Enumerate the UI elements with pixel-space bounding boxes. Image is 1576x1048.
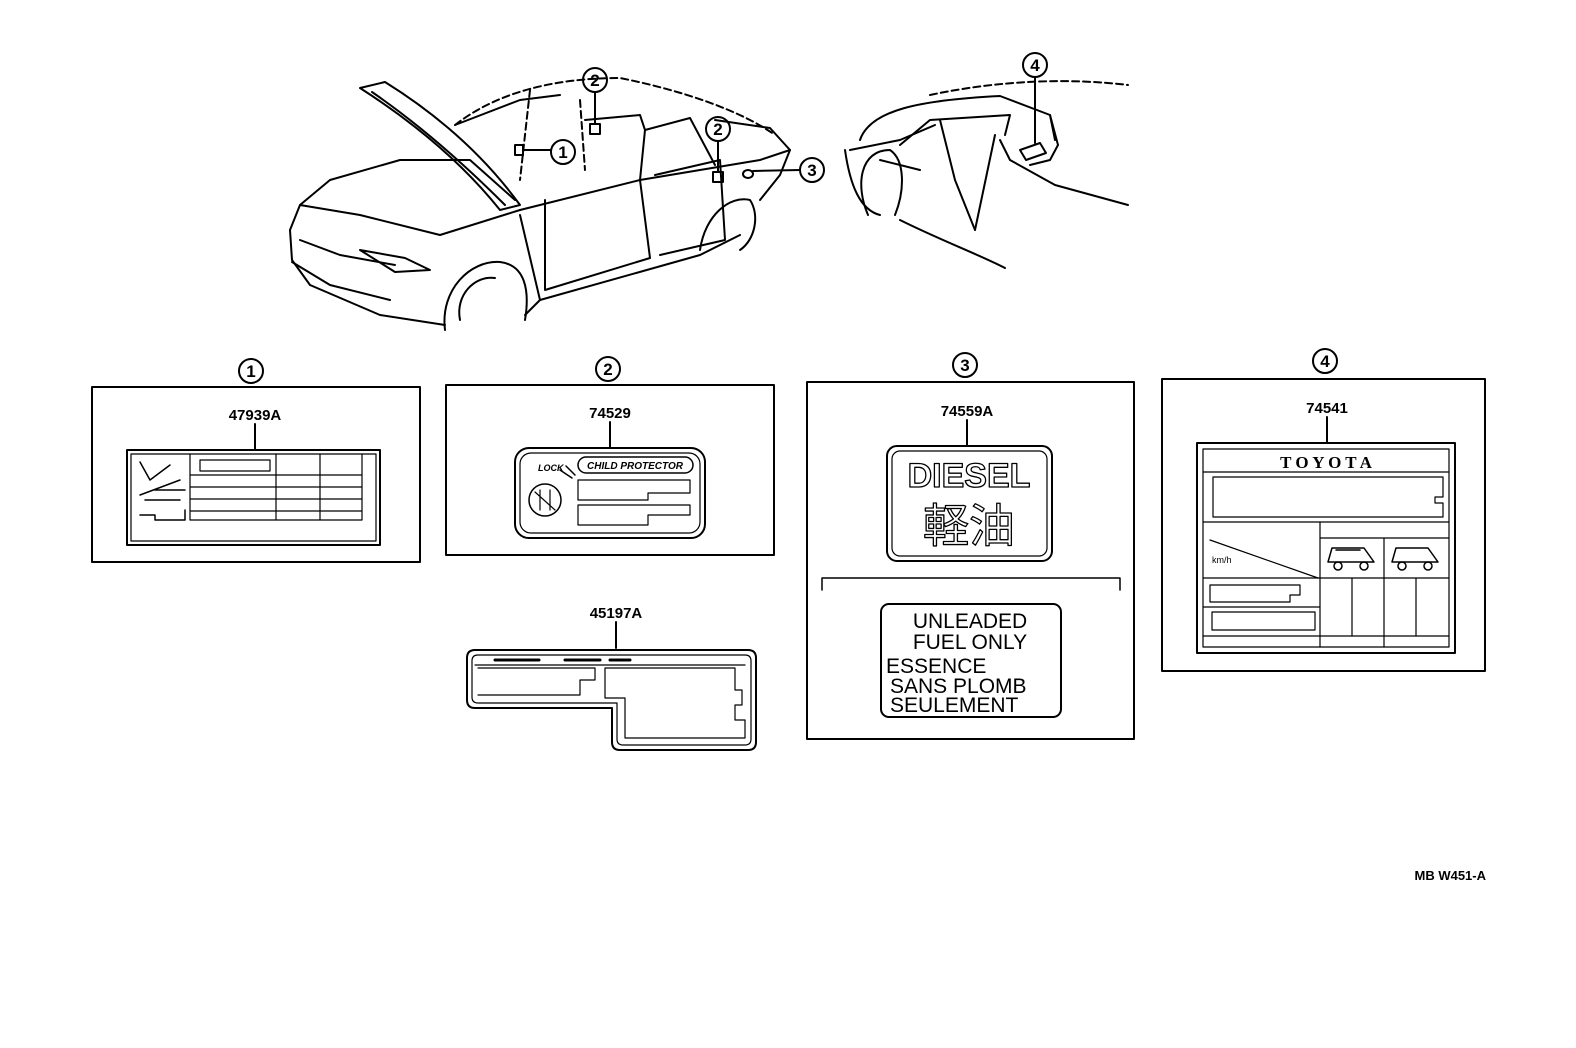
- diesel-text: DIESEL: [908, 457, 1031, 495]
- label4-sticker: [1196, 442, 1456, 654]
- label1-sticker: [126, 449, 381, 546]
- diesel-sticker: [886, 445, 1053, 562]
- callout-1: 1: [246, 362, 255, 381]
- callout-4: 4: [1320, 352, 1330, 371]
- lock-text: LOCK: [538, 463, 565, 473]
- unleaded-line-5: SEULEMENT: [890, 694, 1019, 717]
- label2b-part-number: 45197A: [590, 605, 643, 622]
- callout-2-car-a: 2: [590, 71, 599, 90]
- diagram-code: MB W451-A: [1414, 868, 1486, 883]
- unleaded-line-4: SANS PLOMB: [890, 675, 1027, 698]
- label2-frame: [445, 384, 775, 556]
- unleaded-line-3: ESSENCE: [886, 655, 986, 678]
- label4-part-number: 74541: [1306, 400, 1348, 417]
- unleaded-line-1: UNLEADED: [913, 610, 1027, 633]
- label3-part-number: 74559A: [941, 403, 994, 420]
- callout-2-car-b: 2: [713, 120, 722, 139]
- callout-4-car: 4: [1030, 56, 1040, 75]
- callout-3-car: 3: [807, 161, 816, 180]
- toyota-brand-text: T O Y O T A: [1280, 453, 1373, 472]
- label1-frame: [91, 386, 421, 563]
- car-callouts: [550, 52, 1048, 183]
- unleaded-line-2: FUEL ONLY: [913, 631, 1027, 654]
- label3-frame: [806, 381, 1135, 740]
- car-door-illustration: [844, 76, 1129, 269]
- label2b-sticker: [466, 649, 757, 751]
- callout-2: 2: [603, 360, 612, 379]
- label2-part-number: 74529: [589, 405, 631, 422]
- kanji-text: 軽油: [923, 499, 1015, 553]
- car-front-illustration: [289, 77, 801, 331]
- speed-unit-text: km/h: [1212, 555, 1232, 565]
- label4-frame: [1161, 378, 1486, 672]
- callout-3: 3: [960, 356, 969, 375]
- callout-1-car: 1: [558, 143, 567, 162]
- label1-part-number: 47939A: [229, 407, 282, 424]
- label2-sticker: [514, 447, 706, 539]
- unleaded-sticker: [880, 603, 1062, 718]
- child-protector-text: CHILD PROTECTOR: [587, 461, 684, 472]
